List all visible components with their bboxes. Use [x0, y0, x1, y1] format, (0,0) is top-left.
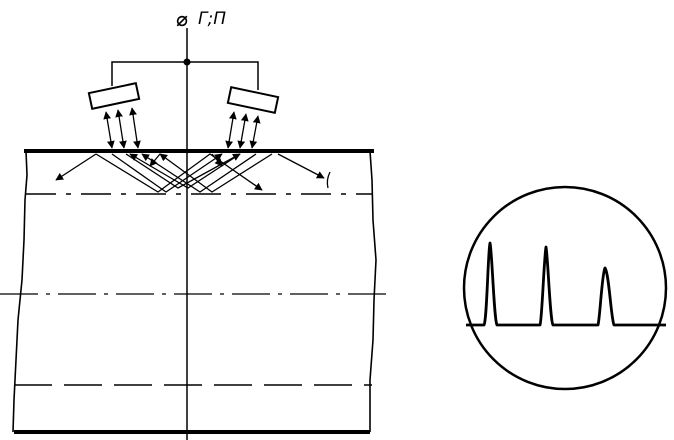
output-symbol: ⌀ — [176, 7, 188, 31]
right-break-edge — [369, 150, 377, 432]
output-terminal: ⌀ Г;П — [176, 7, 226, 31]
display-screen — [462, 185, 668, 391]
left-transducer — [87, 81, 141, 111]
echo-signal-trace — [466, 241, 666, 327]
junction-dot — [183, 58, 191, 66]
oscilloscope-display — [462, 185, 668, 391]
left-break-edge — [12, 150, 28, 433]
output-label: Г;П — [198, 9, 226, 29]
specimen-body — [0, 149, 390, 434]
beam-paths — [55, 107, 331, 193]
right-transducer — [226, 85, 280, 115]
